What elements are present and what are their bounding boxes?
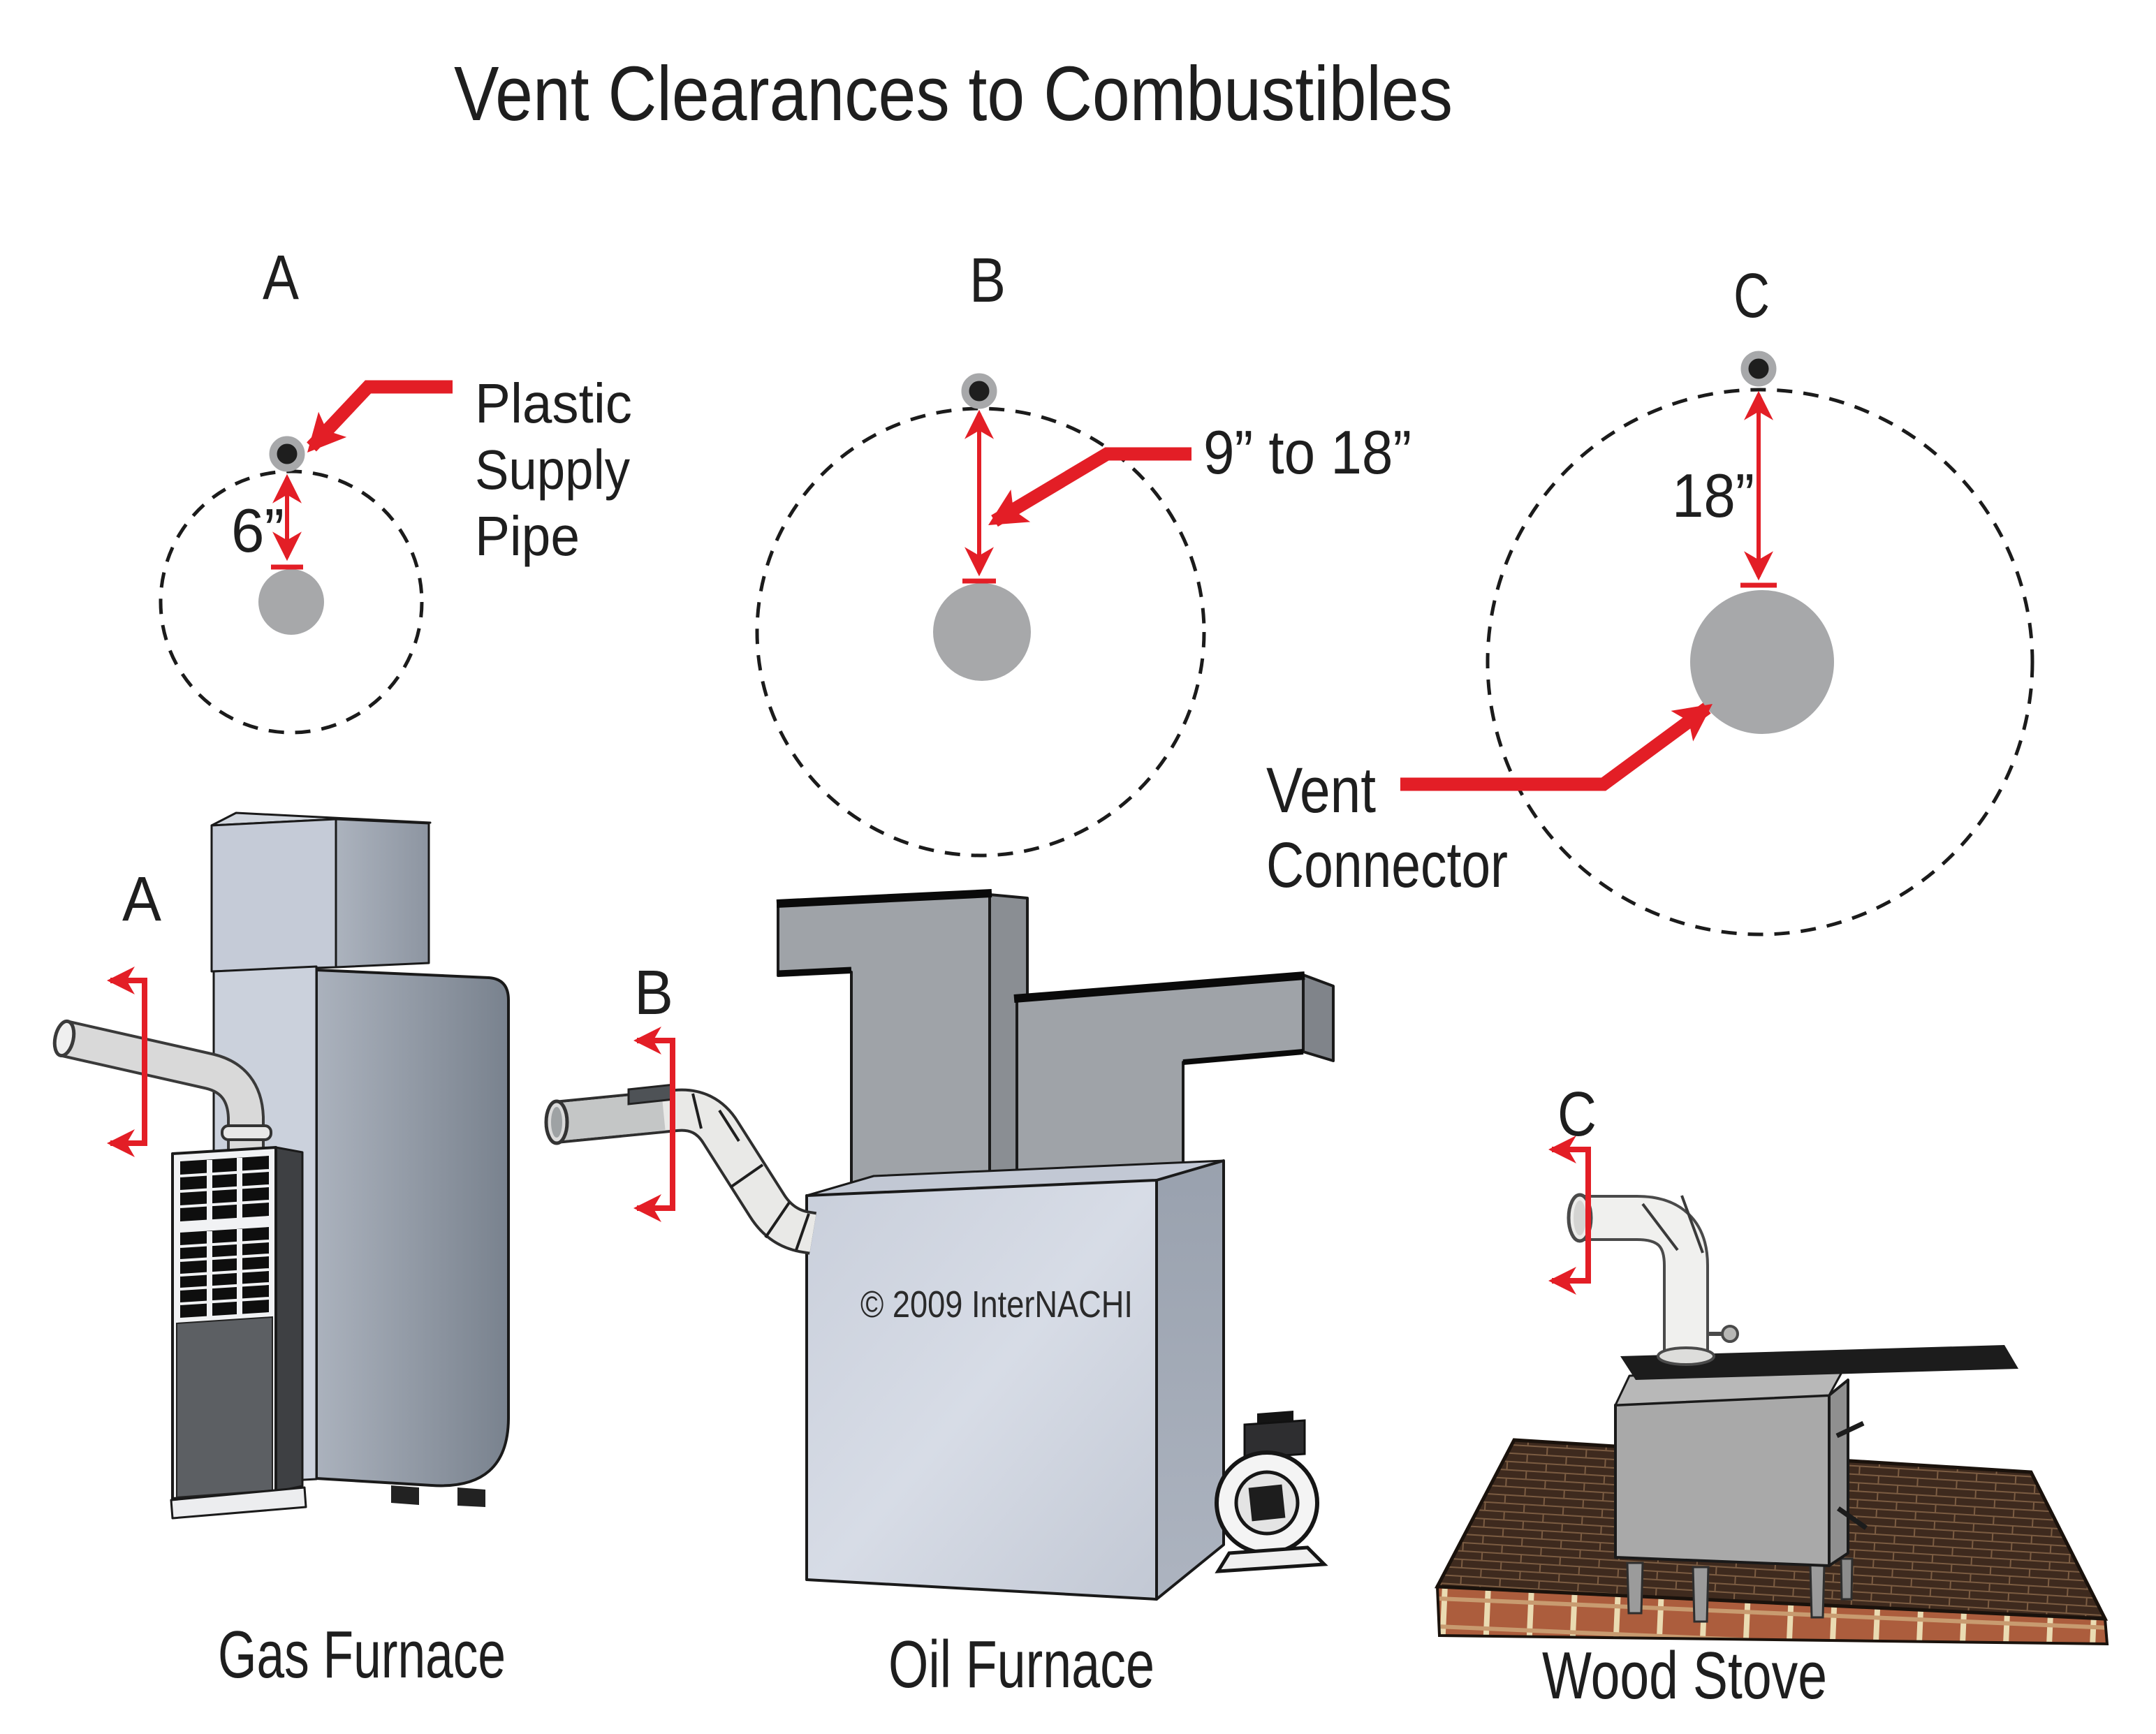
oil-flue-pipe-seams xyxy=(691,1093,810,1251)
gas-vent-pipe-end xyxy=(52,1019,76,1058)
oil-furnace-illustration: © 2009 InterNACHI B Oil Furnace xyxy=(544,889,1335,1702)
gas-plenum-front xyxy=(210,818,337,973)
oil-left-duct-front xyxy=(777,893,991,1196)
diagram-a-label: A xyxy=(263,243,299,313)
callout-connector: Connector xyxy=(1266,830,1508,901)
gas-louver-dividers xyxy=(207,1229,242,1316)
damper-knob xyxy=(1721,1325,1739,1343)
supply-pipe-dot-c xyxy=(1740,351,1777,387)
gas-furnace-letter: A xyxy=(122,865,161,934)
callout-pipe: Pipe xyxy=(475,505,580,567)
oil-furnace-name: Oil Furnace xyxy=(888,1627,1154,1702)
page-title: Vent Clearances to Combustibles xyxy=(454,51,1453,137)
oil-left-duct-step-edge xyxy=(777,967,852,977)
burner-base xyxy=(1215,1545,1328,1573)
callout-plastic: Plastic xyxy=(475,372,632,434)
gas-furnace-body-side xyxy=(315,969,510,1487)
clearance-boundary-circle-c xyxy=(1486,388,2034,936)
oil-flue-pipe xyxy=(553,1091,816,1252)
gas-lower-panel xyxy=(176,1316,273,1499)
stovepipe-elbow-seams xyxy=(1641,1195,1704,1254)
oil-furnace-front xyxy=(805,1179,1158,1601)
callout-vent: Vent xyxy=(1266,755,1376,826)
burner-motor-box xyxy=(1243,1419,1306,1460)
oil-flue-pipe-lower-section xyxy=(553,1093,666,1141)
copyright-text: © 2009 InterNACHI xyxy=(860,1284,1133,1325)
stove-leg xyxy=(1692,1566,1710,1623)
oil-furnace-letter: B xyxy=(634,958,673,1028)
oil-flue-pipe-opening xyxy=(551,1107,562,1138)
gas-louver-dividers xyxy=(207,1158,242,1220)
stove-top-plate xyxy=(1620,1345,2018,1380)
clearance-boundary-circle-b xyxy=(755,406,1206,858)
vent-connector-cross-section-a xyxy=(258,569,324,635)
clearance-value-c: 18” xyxy=(1672,461,1754,530)
callout-leader-b xyxy=(991,447,1191,527)
stovepipe xyxy=(1583,1198,1706,1360)
gas-louver-slats xyxy=(179,1240,270,1305)
gas-furnace-foot xyxy=(457,1487,485,1507)
clearance-diagram-b: B 9” to 18” xyxy=(755,246,1411,858)
plastic-supply-pipe-dot-a xyxy=(269,436,305,472)
burner-intake-port xyxy=(1248,1484,1286,1522)
gas-louver-slats xyxy=(179,1169,270,1208)
clearance-value-a: 6” xyxy=(231,496,284,565)
callout-leader-c xyxy=(1400,703,1711,791)
callout-arrowhead-c xyxy=(1671,704,1713,742)
wood-stove-letter: C xyxy=(1557,1080,1597,1149)
stove-leg xyxy=(1840,1557,1854,1601)
oil-right-duct-bottom-edge xyxy=(1182,1049,1304,1065)
supply-pipe-dot-b xyxy=(961,373,997,409)
gas-furnace-name: Gas Furnace xyxy=(218,1617,506,1692)
oil-left-duct-top-edge xyxy=(776,889,992,908)
stovepipe-end-inner xyxy=(1574,1200,1586,1235)
stove-leg xyxy=(1626,1562,1644,1615)
vent-connector-cross-section-b xyxy=(933,583,1031,681)
callout-supply: Supply xyxy=(475,439,630,501)
stove-leg xyxy=(1809,1563,1826,1619)
diagram-b-label: B xyxy=(969,246,1006,316)
wood-stove-illustration: C Wood Stove xyxy=(1434,1080,2109,1713)
oil-furnace-side xyxy=(1155,1159,1225,1601)
gas-plenum-side xyxy=(335,818,430,969)
clearance-boundary-circle-a xyxy=(159,469,424,735)
callout-arrowhead-b xyxy=(988,490,1031,525)
gas-furnace-illustration: A Gas Furnace xyxy=(52,811,510,1692)
clearance-diagram-c: C 18” Vent Connector xyxy=(1266,261,2034,936)
stove-door-handle xyxy=(1835,1420,1868,1530)
clearance-value-b: 9” to 18” xyxy=(1203,418,1411,487)
gas-cabinet-base xyxy=(170,1486,307,1520)
oil-right-duct-end xyxy=(1302,973,1335,1062)
stovepipe-collar xyxy=(1657,1346,1715,1366)
gas-vent-pipe-collar xyxy=(221,1124,272,1141)
wood-stove-name: Wood Stove xyxy=(1542,1638,1827,1713)
callout-leader-a xyxy=(307,380,453,452)
gas-cabinet-side xyxy=(274,1146,304,1493)
gas-vent-pipe xyxy=(60,1022,262,1151)
clearance-diagram-a: A 6” Plastic Supply Pipe xyxy=(159,243,632,735)
vent-connector-cross-section-c xyxy=(1690,590,1834,734)
oil-right-duct-top-edge xyxy=(1013,971,1305,1003)
stove-body-side xyxy=(1828,1379,1849,1567)
gas-furnace-foot xyxy=(391,1485,419,1505)
stove-body-front xyxy=(1614,1394,1831,1567)
diagram-c-label: C xyxy=(1733,261,1770,331)
callout-arrowhead-a xyxy=(307,411,347,453)
